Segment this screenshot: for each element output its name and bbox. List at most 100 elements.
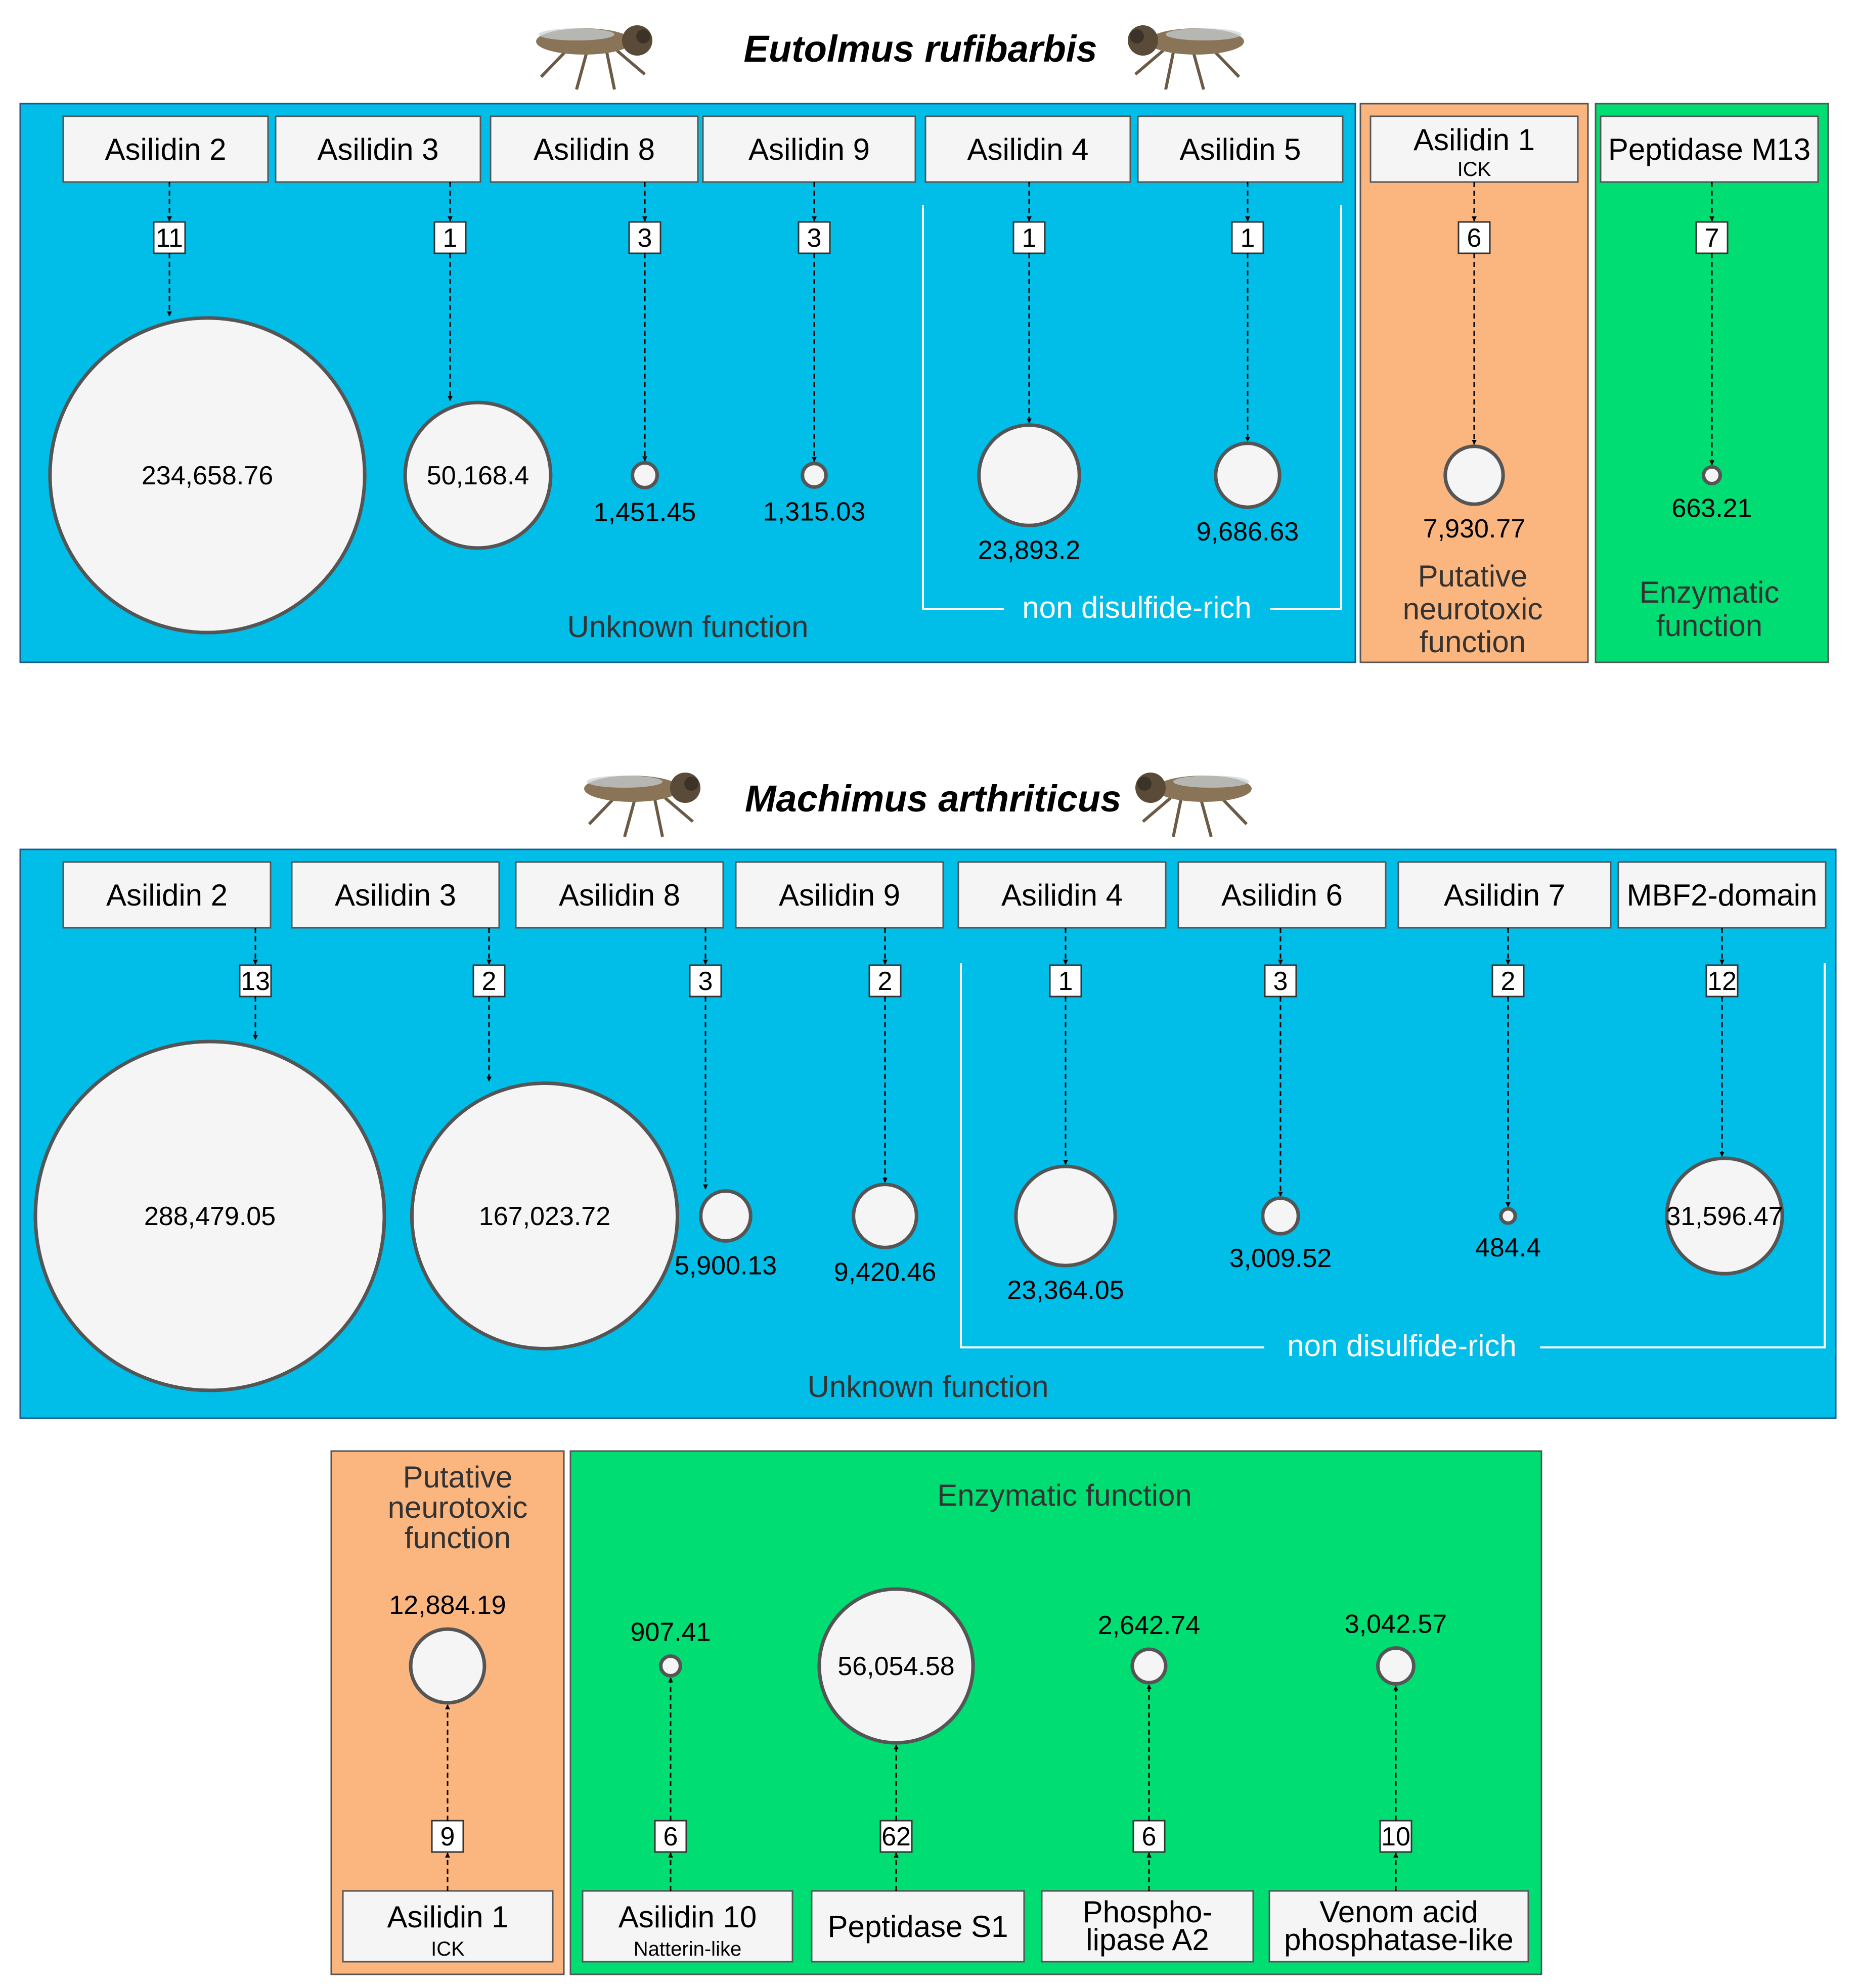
expression-value: 12,884.19 xyxy=(389,1591,506,1620)
sequence-count: 7 xyxy=(1705,223,1719,253)
family-label-line2: phosphatase-like xyxy=(1284,1923,1514,1957)
expression-value: 663.21 xyxy=(1671,494,1752,523)
count-box xyxy=(1012,221,1046,254)
expression-value: 7,930.77 xyxy=(1423,514,1525,544)
abundance-bubble xyxy=(1376,1646,1416,1686)
expression-value: 23,364.05 xyxy=(1007,1276,1124,1305)
abundance-bubble xyxy=(699,1189,753,1243)
sequence-count: 10 xyxy=(1381,1822,1410,1851)
family-label: Peptidase M13 xyxy=(1608,132,1810,166)
expression-value: 50,168.4 xyxy=(427,461,529,490)
family-sublabel: ICK xyxy=(1457,158,1491,180)
abundance-bubble xyxy=(1261,1196,1300,1236)
family-label: Asilidin 4 xyxy=(967,132,1088,166)
count-box xyxy=(239,964,272,998)
family-group: Asilidin 633,009.52 xyxy=(1177,861,1387,1273)
family-label-box xyxy=(1268,1890,1529,1963)
count-box xyxy=(879,1820,913,1853)
expression-value: 5,900.13 xyxy=(675,1251,777,1280)
family-group: Asilidin 519,686.63 xyxy=(1137,115,1344,547)
family-label-line2: lipase A2 xyxy=(1086,1923,1209,1957)
label-line: function xyxy=(1420,625,1526,659)
eutolmus-section: Eutolmus rufibarbis Unknown function Put… xyxy=(19,25,1829,663)
robber-fly-icon xyxy=(536,25,652,89)
family-label-box xyxy=(702,115,916,183)
family-label-box xyxy=(1369,115,1579,183)
putative-neurotoxic-label: Putative neurotoxic function xyxy=(1403,559,1543,659)
family-label-box xyxy=(582,1890,793,1963)
family-label-box xyxy=(924,115,1131,183)
expression-value: 3,042.57 xyxy=(1345,1610,1447,1639)
count-box xyxy=(433,221,467,254)
family-label-box xyxy=(957,861,1167,929)
label-line: neurotoxic xyxy=(388,1490,528,1524)
expression-value: 23,893.2 xyxy=(978,535,1080,565)
count-box xyxy=(1705,964,1739,998)
expression-value: 234,658.76 xyxy=(142,461,273,490)
sequence-count: 3 xyxy=(638,223,652,253)
family-label: Asilidin 9 xyxy=(779,878,900,912)
abundance-bubble xyxy=(1701,465,1722,486)
family-label-box xyxy=(62,115,269,183)
family-label-box xyxy=(1397,861,1612,929)
sequence-count: 3 xyxy=(807,223,822,253)
sequence-count: 62 xyxy=(881,1822,911,1851)
family-label-box xyxy=(291,861,500,929)
family-group: Asilidin 835,900.13 xyxy=(515,861,777,1280)
non-disulfide-rich-label: non disulfide-rich xyxy=(1022,591,1252,624)
abundance-bubble xyxy=(403,400,553,550)
sequence-count: 3 xyxy=(698,967,713,996)
count-box xyxy=(1132,1820,1166,1853)
label-line: Putative xyxy=(1418,559,1528,593)
count-box xyxy=(431,1820,464,1853)
unknown-function-label: Unknown function xyxy=(808,1370,1049,1404)
family-label: Peptidase S1 xyxy=(828,1910,1008,1944)
abundance-bubble xyxy=(410,1081,680,1351)
family-group: Asilidin 929,420.46 xyxy=(735,861,944,1287)
species-title: Machimus arthriticus xyxy=(745,778,1121,820)
family-group: Asilidin 931,315.03 xyxy=(702,115,916,526)
family-group: Peptidase M13 7 663.21 xyxy=(1600,115,1819,523)
sequence-count: 6 xyxy=(1142,1822,1157,1851)
putative-neurotoxic-label: Putative neurotoxic function xyxy=(388,1460,528,1555)
family-label: Asilidin 3 xyxy=(335,878,456,912)
abundance-bubble xyxy=(631,461,659,489)
expression-value: 1,451.45 xyxy=(594,498,696,527)
family-label: Asilidin 5 xyxy=(1179,132,1301,166)
robber-fly-icon xyxy=(1135,773,1252,837)
sequence-count: 1 xyxy=(1058,967,1073,996)
non-disulfide-rich-bracket: non disulfide-rich xyxy=(922,205,1342,624)
expression-value: 288,479.05 xyxy=(144,1202,276,1231)
family-label-box xyxy=(515,861,724,929)
expression-value: 3,009.52 xyxy=(1229,1244,1332,1273)
abundance-bubble xyxy=(1443,444,1505,506)
expression-value: 484.4 xyxy=(1475,1233,1541,1262)
abundance-bubble xyxy=(1014,1164,1117,1268)
family-label-box xyxy=(1137,115,1344,183)
family-label-box xyxy=(62,861,272,929)
sequence-count: 2 xyxy=(482,967,497,996)
abundance-bubble xyxy=(977,423,1081,527)
sequence-count: 13 xyxy=(241,967,270,996)
family-label: Asilidin 7 xyxy=(1444,878,1565,912)
expression-value: 1,315.03 xyxy=(763,497,865,526)
abundance-bubble xyxy=(817,1587,975,1745)
abundance-bubble xyxy=(852,1183,918,1249)
label-line: function xyxy=(405,1521,511,1555)
count-box xyxy=(1049,964,1082,998)
abundance-bubble xyxy=(801,462,828,489)
abundance-bubble xyxy=(1130,1647,1168,1685)
family-label-box xyxy=(735,861,944,929)
robber-fly-icon xyxy=(1128,25,1244,89)
